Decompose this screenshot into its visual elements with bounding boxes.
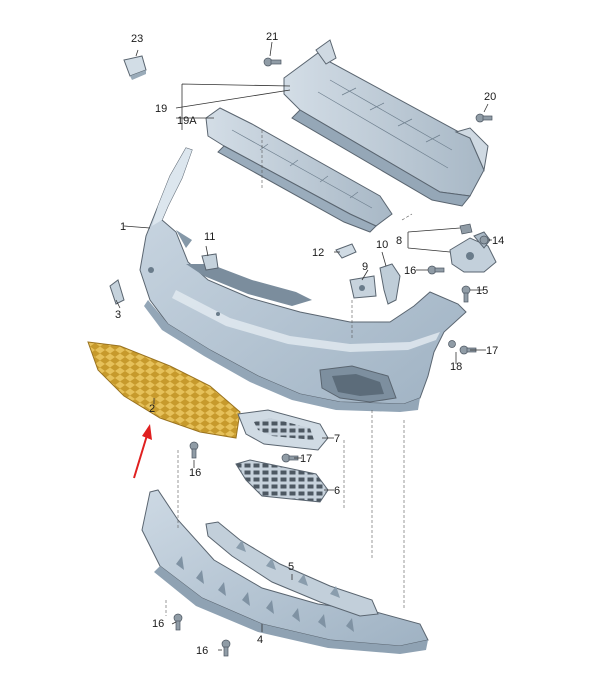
highlight-arrow: [133, 424, 152, 479]
label-9: 9: [362, 261, 368, 273]
mounting-clip: [349, 275, 377, 299]
label-11: 11: [204, 231, 215, 243]
spoiler-reinforcement: [205, 521, 379, 617]
label-19: 19: [155, 103, 167, 115]
tow-eye-cap: [335, 243, 357, 259]
bolt-15: [461, 285, 471, 303]
lower-spoiler: [141, 489, 429, 654]
label-17-upper: 17: [486, 345, 498, 357]
impact-beam: [283, 39, 489, 207]
bolt-20: [475, 113, 493, 123]
label-15: 15: [476, 285, 488, 297]
bolt-16-right: [427, 265, 445, 275]
label-5: 5: [288, 561, 294, 573]
label-3: 3: [115, 309, 121, 321]
label-16-right: 16: [404, 265, 416, 277]
bumper-cover: [139, 147, 467, 412]
label-20: 20: [484, 91, 496, 103]
label-8: 8: [396, 235, 402, 247]
label-21: 21: [266, 31, 278, 43]
side-bracket: [449, 231, 497, 273]
label-16-spoiler-a: 16: [152, 618, 164, 630]
label-10: 10: [376, 239, 388, 251]
bolt-16-spoiler-a: [173, 613, 183, 631]
clip-11: [201, 253, 219, 271]
fog-light-grille: [237, 409, 329, 451]
bolt-14: [479, 235, 489, 245]
leader-lines: [115, 41, 492, 651]
label-17-lower: 17: [300, 453, 312, 465]
part-labels: 23 21 19 19A 20 1 11 3 12 10 9 8 14 16 1…: [115, 31, 504, 657]
energy-absorber: [205, 107, 393, 233]
bolt-16-grille: [189, 441, 199, 459]
label-4: 4: [257, 634, 263, 646]
label-7: 7: [334, 433, 340, 445]
label-16-spoiler-b: 16: [196, 645, 208, 657]
label-14: 14: [492, 235, 504, 247]
clip-13: [459, 223, 473, 235]
label-12: 12: [312, 247, 324, 259]
clip-3: [109, 279, 125, 305]
side-grille: [235, 459, 329, 503]
bolt-21: [263, 57, 282, 67]
lower-grille: [87, 341, 241, 439]
label-2: 2: [149, 403, 155, 415]
label-1: 1: [120, 221, 126, 233]
nut-18: [448, 340, 456, 348]
label-19a: 19A: [177, 115, 197, 127]
label-16-grille: 16: [189, 467, 201, 479]
label-6: 6: [334, 485, 340, 497]
cover-cap-23: [123, 55, 147, 80]
label-23: 23: [131, 33, 143, 45]
bracket-10: [379, 263, 401, 305]
bolt-16-spoiler-b: [221, 639, 231, 657]
locating-lines: [165, 130, 413, 616]
label-18: 18: [450, 361, 462, 373]
